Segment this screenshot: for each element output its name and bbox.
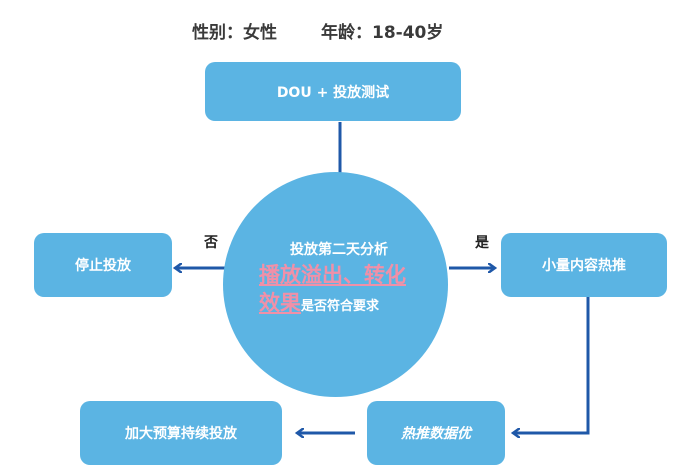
age-label: 年龄：18-40岁 [321, 23, 444, 43]
stop-label: 停止投放 [75, 258, 131, 274]
analysis-decision-node: 投放第二天分析 播放溢出、转化效果是否符合要求 [223, 172, 448, 397]
criteria-header: 性别：女性 年龄：18-40岁 [0, 18, 681, 46]
analysis-emphasis: 播放溢出、转化效果 [259, 263, 406, 315]
gender-label: 性别：女性 [192, 23, 277, 43]
small-push-label: 小量内容热推 [542, 258, 626, 274]
analysis-title: 投放第二天分析 [290, 242, 388, 258]
analysis-question: 是否符合要求 [301, 299, 380, 314]
small-push-node: 小量内容热推 [501, 233, 667, 297]
branch-no-label: 否 [204, 235, 218, 251]
dou-test-label: DOU + 投放测试 [276, 84, 390, 101]
arrow-right-to-bottom-right [514, 297, 590, 433]
branch-yes-label: 是 [475, 235, 489, 251]
increase-budget-node: 加大预算持续投放 [80, 401, 282, 465]
dou-test-node: DOU + 投放测试 [205, 62, 461, 121]
stop-node: 停止投放 [34, 233, 172, 297]
push-data-label: 热推数据优 [401, 426, 471, 442]
increase-budget-label: 加大预算持续投放 [125, 426, 237, 442]
push-data-node: 热推数据优 [367, 401, 505, 465]
